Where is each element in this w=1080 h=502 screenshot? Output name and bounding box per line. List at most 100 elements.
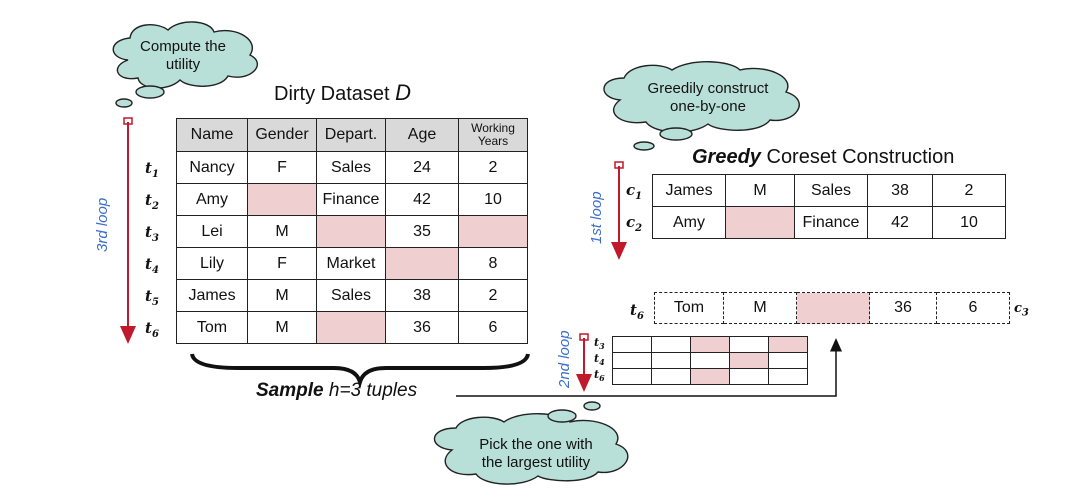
table-cell: M: [247, 215, 317, 248]
missing-cell: [768, 336, 808, 353]
row-label-t5: t5: [145, 287, 159, 308]
table-cell: 38: [385, 279, 459, 312]
table-cell: Sales: [316, 279, 386, 312]
cloud-greedy-text: Greedily construct one-by-one: [647, 80, 769, 115]
header-name: Name: [176, 118, 248, 152]
table-cell: 6: [936, 292, 1010, 324]
table-cell: Lily: [176, 247, 248, 280]
table-cell: 42: [867, 206, 933, 239]
row-label-t4: t4: [145, 255, 159, 276]
table-cell: M: [247, 279, 317, 312]
row-label-c2: c2: [626, 213, 643, 234]
first-loop-label: 1st loop: [588, 191, 605, 244]
table-cell: F: [247, 247, 317, 280]
coreset-title: Greedy Coreset Construction: [692, 146, 955, 168]
table-row: [612, 336, 808, 353]
table-cell: M: [247, 311, 317, 344]
table-cell: James: [652, 174, 726, 207]
table-cell: Market: [316, 247, 386, 280]
missing-cell: [316, 215, 386, 248]
cloud-compute-text: Compute the utility: [140, 38, 226, 73]
table-cell: [729, 368, 769, 385]
table-cell: [651, 368, 691, 385]
table-cell: Lei: [176, 215, 248, 248]
table-cell: 24: [385, 151, 459, 184]
table-cell: Amy: [176, 183, 248, 216]
table-cell: 6: [458, 311, 528, 344]
sample-to-mini-line: [456, 338, 842, 397]
candidate-row-table: Tom M 36 6: [654, 292, 1010, 324]
table-cell: 8: [458, 247, 528, 280]
table-cell: 10: [458, 183, 528, 216]
cloud-pick: [433, 401, 629, 485]
table-cell: Nancy: [176, 151, 248, 184]
sample-label: Sample h=3 tuples: [256, 380, 418, 401]
table-cell: 2: [932, 174, 1006, 207]
table-cell: Finance: [794, 206, 868, 239]
third-loop-label: 3rd loop: [94, 197, 111, 252]
mini-sample-table: [612, 336, 808, 385]
table-cell: [768, 368, 808, 385]
row-label-t1: t1: [145, 159, 159, 180]
second-loop-label: 2nd loop: [556, 330, 573, 388]
header-depart: Depart.: [316, 118, 386, 152]
table-cell: [729, 336, 769, 353]
row-label-t2: t2: [145, 191, 159, 212]
table-cell: 38: [867, 174, 933, 207]
missing-cell: [385, 247, 459, 280]
table-cell: Finance: [316, 183, 386, 216]
header-working-years: Working Years: [458, 118, 528, 152]
missing-cell: [725, 206, 795, 239]
missing-cell: [729, 352, 769, 369]
missing-cell: [690, 368, 730, 385]
mini-label-t4: t4: [594, 352, 605, 368]
row-label-t3: t3: [145, 223, 159, 244]
table-cell: [612, 368, 652, 385]
table-cell: M: [723, 292, 797, 324]
table-cell: [612, 352, 652, 369]
table-cell: [612, 336, 652, 353]
table-cell: Sales: [794, 174, 868, 207]
table-row: Tom M 36 6: [654, 292, 1010, 324]
mini-label-t6: t6: [594, 368, 605, 384]
table-row: [612, 352, 808, 369]
table-cell: 42: [385, 183, 459, 216]
table-row: [612, 368, 808, 385]
table-cell: [651, 336, 691, 353]
table-cell: M: [725, 174, 795, 207]
missing-cell: [247, 183, 317, 216]
dirty-dataset-title: Dirty Dataset D: [274, 80, 412, 105]
table-cell: Tom: [654, 292, 724, 324]
dirty-header-row: Name Gender Depart. Age Working Years: [176, 118, 528, 152]
cloud-greedy: [603, 61, 800, 151]
dirty-dataset-table: Name Gender Depart. Age Working Years Na…: [176, 118, 528, 344]
missing-cell: [316, 311, 386, 344]
candidate-tag-c3: c3: [1014, 301, 1029, 319]
table-cell: [768, 352, 808, 369]
missing-cell: [458, 215, 528, 248]
table-cell: Amy: [652, 206, 726, 239]
mini-label-t3: t3: [594, 336, 605, 352]
table-cell: 2: [458, 279, 528, 312]
cloud-pick-text: Pick the one with the largest utility: [479, 436, 593, 471]
row-label-c1: c1: [626, 181, 643, 202]
table-cell: 36: [869, 292, 937, 324]
table-cell: Tom: [176, 311, 248, 344]
table-cell: 10: [932, 206, 1006, 239]
missing-cell: [796, 292, 870, 324]
row-label-t6: t6: [145, 319, 159, 340]
table-cell: James: [176, 279, 248, 312]
table-cell: 35: [385, 215, 459, 248]
missing-cell: [690, 336, 730, 353]
header-age: Age: [385, 118, 459, 152]
